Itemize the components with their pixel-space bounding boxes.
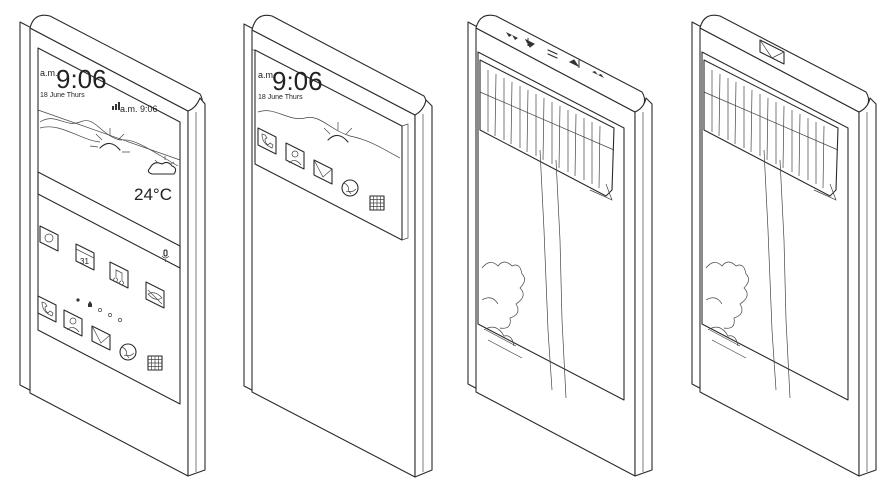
clock-ampm: a.m.	[258, 70, 276, 80]
calendar-icon[interactable]: 31	[75, 243, 95, 271]
page-indicator	[76, 298, 122, 322]
pause-icon[interactable]	[547, 49, 558, 59]
waterfall-illustration	[703, 59, 839, 399]
envelope-icon[interactable]	[759, 39, 785, 65]
clock-time: 9:06	[272, 66, 323, 96]
calendar-day: 31	[80, 257, 89, 266]
phone-icon[interactable]	[257, 127, 277, 155]
previous-icon[interactable]	[524, 38, 535, 48]
mail-icon[interactable]	[313, 159, 333, 185]
phone-icon[interactable]	[37, 295, 57, 323]
contacts-icon[interactable]	[63, 309, 83, 337]
mail-icon[interactable]	[91, 325, 111, 351]
clock-time: 9:06	[56, 64, 107, 94]
clock-ampm: a.m.	[40, 68, 58, 78]
clock-date: 18 June Thurs	[40, 92, 85, 99]
device-2: a.m. 9:06 18 June Thurs	[243, 14, 433, 478]
mic-icon	[161, 249, 170, 262]
music-icon[interactable]	[109, 261, 129, 289]
search-bar[interactable]	[37, 171, 181, 269]
globe-icon[interactable]	[341, 179, 359, 197]
next-icon[interactable]	[568, 59, 580, 68]
camera-icon[interactable]	[39, 225, 59, 252]
signal-bars-icon	[112, 102, 120, 110]
clock-date: 18 June Thurs	[258, 94, 303, 101]
waterfall-illustration	[479, 59, 615, 399]
fast-forward-icon[interactable]	[592, 71, 604, 78]
weather-icon	[147, 156, 177, 175]
weather-temperature: 24°C	[134, 185, 172, 204]
wallpaper-landscape	[257, 110, 401, 159]
device-4	[691, 14, 877, 477]
hidden-eye-icon[interactable]	[145, 281, 165, 309]
device-1: a.m. 9:06 18 June Thurs a.m. 9:06 24°C	[19, 14, 206, 477]
rewind-icon[interactable]	[506, 32, 518, 40]
apps-grid-icon[interactable]	[147, 355, 163, 371]
status-time: a.m. 9:06	[120, 104, 158, 114]
globe-icon[interactable]	[119, 343, 137, 361]
device-3	[467, 14, 653, 477]
wallpaper-landscape	[37, 109, 181, 167]
apps-grid-icon[interactable]	[369, 195, 385, 211]
contacts-icon[interactable]	[285, 142, 305, 170]
